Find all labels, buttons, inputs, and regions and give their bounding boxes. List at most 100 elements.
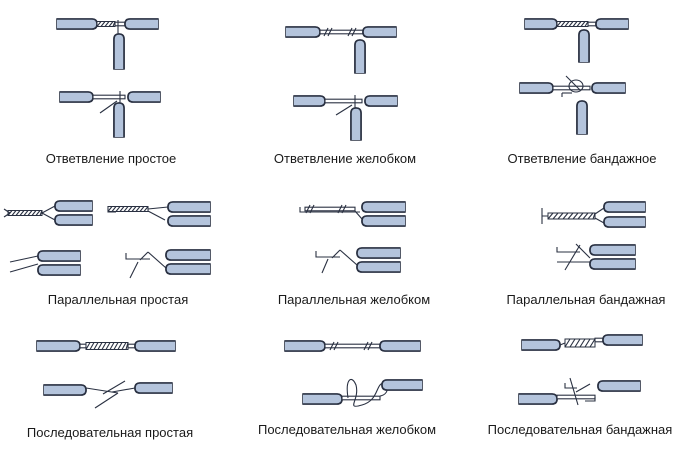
- coil-turn: [363, 341, 369, 351]
- twist-turn: [584, 338, 591, 348]
- bare-core: [569, 377, 579, 406]
- insulated-wire: [113, 33, 125, 69]
- twist-turn: [27, 210, 33, 216]
- coil-turn: [305, 204, 311, 214]
- bare-core: [92, 94, 126, 100]
- label-serial-simple: Последовательная простая: [26, 425, 194, 440]
- panel-parallel-bandage: [541, 201, 646, 271]
- twist-turn: [572, 212, 579, 220]
- insulated-wire: [167, 215, 210, 227]
- twist-turn: [552, 212, 559, 220]
- bare-core: [41, 212, 56, 221]
- insulated-wire: [595, 18, 628, 30]
- bare-core: [114, 21, 126, 27]
- coil-turn: [333, 341, 339, 351]
- coil-turn: [347, 27, 353, 37]
- coil-turn: [327, 27, 333, 37]
- bare-core: [575, 243, 591, 259]
- coil-turn: [323, 27, 329, 37]
- bare-core: [564, 244, 581, 271]
- bare-core: [565, 75, 581, 91]
- label-branch-simple: Ответвление простое: [45, 151, 177, 166]
- panel-serial-groove: [284, 340, 423, 407]
- bare-core: [321, 258, 329, 274]
- bent-core: [299, 207, 360, 213]
- panel-parallel-simple: [3, 200, 211, 279]
- twist-turn: [111, 206, 117, 212]
- label-serial-groove: Последовательная желобком: [257, 422, 437, 437]
- insulated-wire: [303, 393, 343, 405]
- twist-turn: [564, 338, 571, 348]
- insulated-wire: [54, 214, 92, 226]
- insulated-wire: [519, 393, 558, 405]
- insulated-wire: [165, 263, 210, 275]
- twist-turn: [139, 206, 145, 212]
- twist-turn: [93, 342, 99, 350]
- coil-turn: [337, 204, 343, 214]
- insulated-wire: [57, 18, 98, 30]
- twist-turn: [101, 342, 107, 350]
- twist-turn: [89, 342, 95, 350]
- twist-turn: [564, 21, 570, 27]
- insulated-wire: [522, 339, 561, 351]
- bent-core: [125, 253, 150, 279]
- twist-turn: [576, 21, 582, 27]
- bare-core: [304, 206, 356, 212]
- twist-turn: [579, 338, 586, 348]
- insulated-wire: [286, 26, 321, 38]
- twist-turn: [560, 21, 566, 27]
- label-branch-groove: Ответвление желобком: [273, 151, 417, 166]
- insulated-wire: [576, 100, 588, 134]
- panel-parallel-groove: [299, 201, 406, 274]
- twist-turn: [107, 206, 113, 212]
- twist-turn: [589, 338, 596, 348]
- coil-turn: [351, 27, 357, 37]
- insulated-wire: [44, 384, 87, 396]
- bare-core: [324, 98, 363, 104]
- coil-turn: [367, 341, 373, 351]
- panel-branch-groove: [285, 26, 398, 141]
- twist-turn: [557, 212, 564, 220]
- insulated-wire: [354, 39, 366, 73]
- twist-turn: [11, 210, 17, 216]
- twist-turn: [19, 210, 25, 216]
- bare-core: [9, 263, 39, 273]
- twist-turn: [568, 21, 574, 27]
- twist-turn: [577, 212, 584, 220]
- insulated-wire: [362, 26, 396, 38]
- insulated-wire: [113, 102, 125, 137]
- twist-turn: [569, 338, 576, 348]
- insulated-wire: [591, 82, 625, 94]
- insulated-wire: [361, 201, 405, 213]
- twist-turn: [119, 206, 125, 212]
- twist-turn: [100, 21, 106, 27]
- insulated-wire: [127, 91, 160, 103]
- panel-branch-bandage: [519, 18, 629, 135]
- bare-core: [99, 100, 118, 114]
- twist-turn: [108, 21, 114, 27]
- bare-core: [127, 343, 136, 349]
- bare-core: [594, 217, 605, 224]
- insulated-wire: [37, 250, 80, 262]
- twist-turn: [574, 338, 581, 348]
- insulated-wire: [603, 216, 645, 228]
- twist-turn: [23, 210, 29, 216]
- panel-serial-bandage: [518, 334, 643, 406]
- twist-turn: [562, 212, 569, 220]
- twist-turn: [121, 342, 127, 350]
- insulated-wire: [134, 340, 175, 352]
- twist-turn: [123, 206, 129, 212]
- twist-turn: [97, 342, 103, 350]
- twist-turn: [96, 21, 102, 27]
- panel-branch-simple: [56, 18, 161, 138]
- bare-core: [147, 251, 167, 269]
- insulated-wire: [134, 382, 172, 394]
- insulated-wire: [350, 107, 362, 140]
- bare-core: [3, 208, 11, 214]
- bare-core: [41, 205, 56, 214]
- bare-core: [354, 210, 363, 220]
- panel-serial-simple: [36, 340, 176, 409]
- twist-turn: [580, 21, 586, 27]
- twist-turn: [117, 342, 123, 350]
